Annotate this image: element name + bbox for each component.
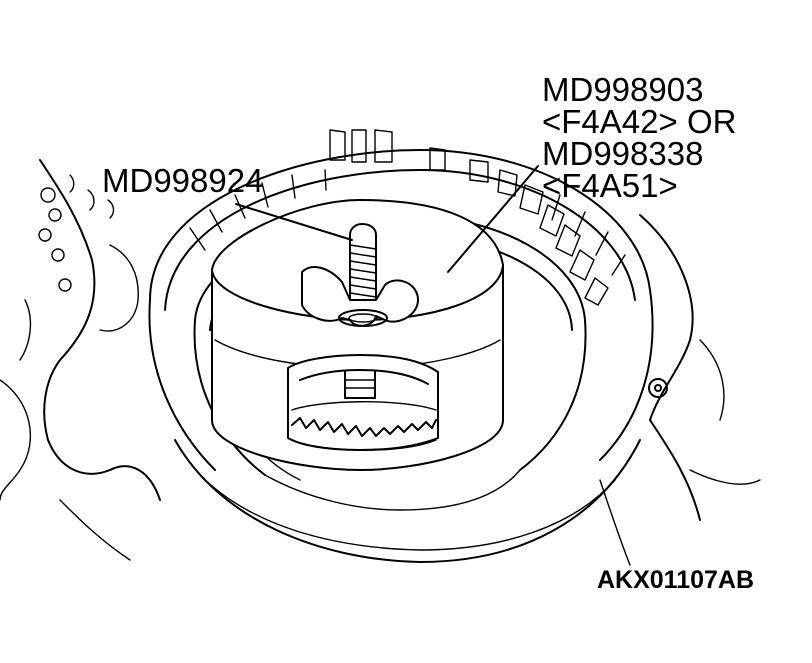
right-casing — [599, 214, 761, 566]
callout-md998338: MD998338 — [542, 135, 704, 172]
figure-code: AKX01107AB — [597, 566, 755, 594]
callout-md998924: MD998924 — [102, 162, 264, 199]
outer-housing — [148, 149, 654, 563]
callout-md998903: MD998903 — [542, 71, 704, 108]
callout-f4a42-or: <F4A42> OR — [542, 103, 737, 140]
leader-lines — [235, 165, 539, 273]
left-casing — [0, 159, 161, 561]
callout-f4a51: <F4A51> — [542, 167, 678, 204]
leader-line-tool-a — [235, 203, 353, 241]
threaded-bolt — [301, 223, 419, 327]
tool-cylinder — [211, 199, 504, 471]
leader-line-tool-b — [447, 165, 539, 273]
clutch-plates — [329, 129, 609, 306]
